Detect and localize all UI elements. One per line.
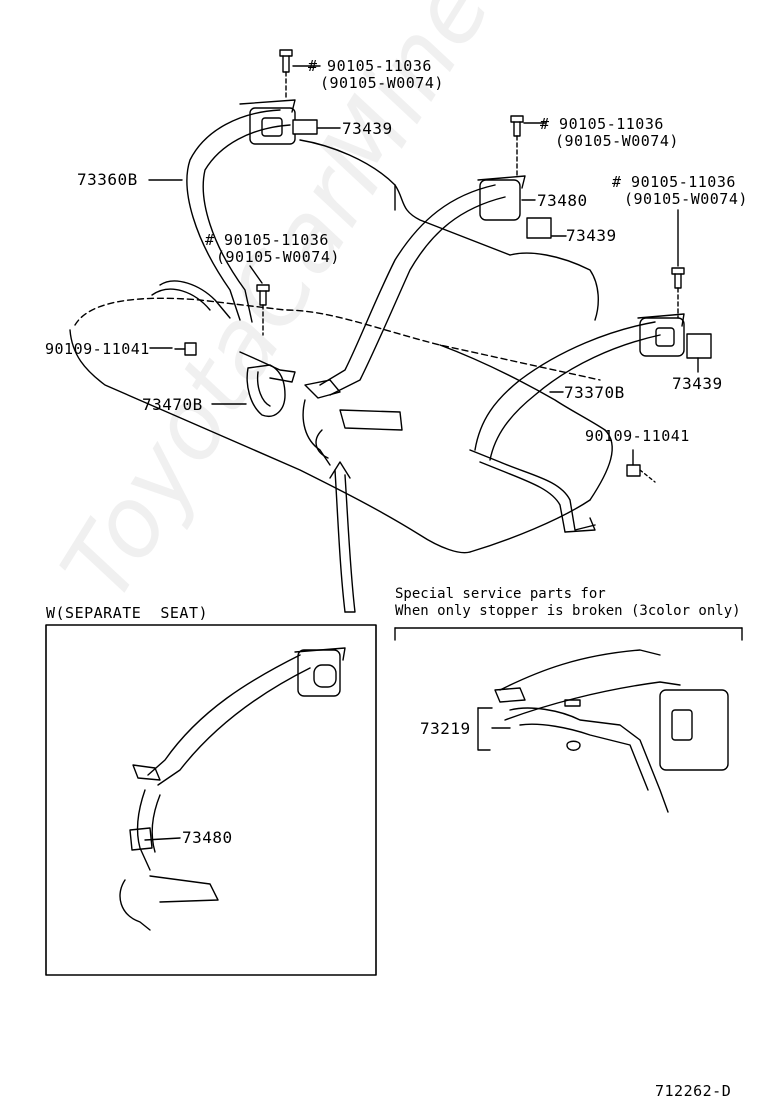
label-73470b: 73470B — [142, 395, 203, 414]
bolt-d-part-number: # 90105-11036 — [612, 173, 736, 191]
bolt-a-icon — [279, 49, 321, 101]
label-90109-a: 90109-11041 — [45, 340, 150, 358]
label-73439-a: 73439 — [342, 119, 393, 138]
arrow-to-separate-seat — [329, 461, 356, 613]
label-73439-b: 73439 — [566, 226, 617, 245]
seat-belt-73360b — [151, 99, 296, 323]
seat-outline — [69, 139, 613, 554]
center-belt — [302, 175, 526, 466]
bolt-90109-left-icon — [149, 342, 197, 356]
seat-belt-73370b — [469, 313, 685, 533]
bolt-90109-right-icon — [626, 449, 656, 483]
special-parts-line2: When only stopper is broken (3color only… — [395, 603, 741, 619]
separate-seat-title: W(SEPARATE SEAT) — [46, 604, 209, 622]
bolt-c-alt-part-number: (90105-W0074) — [555, 132, 679, 150]
buckle-73470b — [211, 351, 296, 417]
label-73439-c: 73439 — [672, 374, 723, 393]
label-73370b: 73370B — [564, 383, 625, 402]
label-patch-73439-a — [292, 119, 341, 135]
bolt-a-part-number: # 90105-11036 — [308, 57, 432, 75]
special-parts-line1: Special service parts for — [395, 586, 606, 602]
bolt-c-part-number: # 90105-11036 — [540, 115, 664, 133]
bolt-b-alt-part-number: (90105-W0074) — [216, 248, 340, 266]
stopper-parts-icon — [477, 649, 729, 813]
label-90109-b: 90109-11041 — [585, 427, 690, 445]
bolt-b-icon — [249, 265, 270, 336]
label-73219: 73219 — [420, 719, 471, 738]
special-parts-bracket — [394, 627, 743, 641]
label-patch-73439-b — [526, 217, 567, 239]
diagram-code: 712262-D — [655, 1082, 732, 1100]
label-73360b: 73360B — [77, 170, 138, 189]
label-73480-b: 73480 — [182, 828, 233, 847]
bolt-d-alt-part-number: (90105-W0074) — [624, 190, 748, 208]
bolt-d-icon — [671, 209, 685, 319]
label-patch-73439-c — [686, 333, 712, 373]
label-73480-a: 73480 — [537, 191, 588, 210]
bolt-b-part-number: # 90105-11036 — [205, 231, 329, 249]
bolt-c-icon — [510, 115, 547, 177]
separate-seat-box — [45, 624, 377, 976]
bolt-a-alt-part-number: (90105-W0074) — [320, 74, 444, 92]
